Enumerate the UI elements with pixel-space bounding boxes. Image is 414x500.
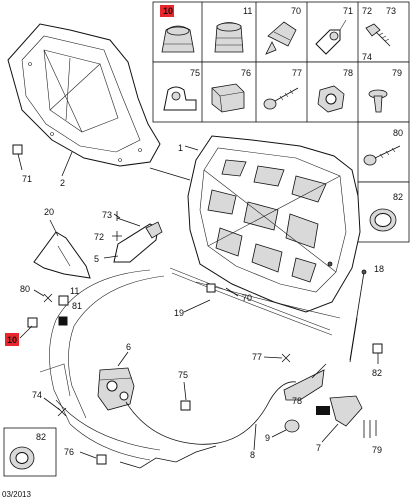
callout-70: 70 [242,293,252,303]
screw-72-marker [112,231,122,241]
screw-80-icon [363,145,401,166]
car-front-body [39,269,165,461]
grid-label-72: 72 [362,6,372,16]
callout-79: 79 [372,445,382,455]
grid-label-74: 74 [362,52,372,62]
clip-82-marker [372,343,383,354]
clip-79-marker [363,420,377,438]
grid-label-82: 82 [393,192,403,202]
grid-cell-81 [357,121,410,183]
grid-label-11: 11 [243,6,252,16]
hood-lock-6 [97,367,135,411]
callout-77: 77 [252,352,262,362]
nut-78-icon [317,85,345,113]
seal-ring-82-icon [369,208,397,232]
grid-label-77: 77 [292,68,302,78]
callout-11: 11 [70,286,79,296]
callout-9: 9 [265,433,270,443]
cable-clip-chain [119,445,217,469]
clip-76-marker [96,454,107,465]
buffer-11-marker [58,295,69,306]
callout-80: 80 [20,284,30,294]
date-code: 03/2013 [2,490,31,499]
grid-label-75: 75 [190,68,200,78]
hinge-5 [113,221,163,263]
callout-6: 6 [126,342,131,352]
grid-row-2 [152,61,410,123]
screw-77-marker [281,353,291,363]
callout-10: 10 [7,335,17,345]
grid-label-70: 70 [291,6,301,16]
release-cable-8 [125,381,297,445]
rubber-buffer-10-icon [161,25,195,53]
clip-78-marker [316,406,330,415]
push-rivet-79-icon [368,89,388,113]
rubber-buffer-11-icon [214,22,244,53]
clip-75-marker [180,400,191,411]
bracket-76-icon [211,83,245,113]
callout-74: 74 [32,390,42,400]
callout-18: 18 [374,264,384,274]
callout-82: 82 [372,368,382,378]
screw-73-marker [113,211,121,221]
hood-insulation-panel [7,23,161,167]
callout-8: 8 [250,450,255,460]
clip-71-icon [315,19,347,55]
highlight-badge-10 [160,5,174,17]
seal-ring-82-inset-icon [9,446,35,470]
callout-2: 2 [60,178,65,188]
grid-label-76: 76 [241,68,251,78]
hood-seal-19 [169,267,331,331]
gas-strut-18 [349,269,367,363]
push-clip-70-icon [265,21,297,55]
callout-20: 20 [44,207,54,217]
callout-78: 78 [292,396,302,406]
callout-7: 7 [316,443,321,453]
callout-72: 72 [94,232,104,242]
wing-guard-20 [33,231,91,279]
clip-70-marker [206,283,216,293]
release-handle-7 [283,363,363,427]
nut-80-marker [43,293,53,303]
buffer-10-marker [27,317,38,328]
highlight-badge-10-callout [5,333,19,346]
callout-82-inset: 82 [36,432,46,442]
callout-75: 75 [178,370,188,380]
callout-81: 81 [72,301,82,311]
callout-76: 76 [64,447,74,457]
parts-grid: 10 11 70 71 72 73 74 [152,1,410,243]
clip-75-icon [163,86,197,111]
grommet-9 [284,419,300,433]
callout-5: 5 [94,254,99,264]
grid-label-73: 73 [386,6,396,16]
callout-1: 1 [178,143,183,153]
callout-71: 71 [22,174,32,184]
grid-label-79: 79 [392,68,402,78]
screw-77-icon [263,87,299,110]
grid-label-78: 78 [343,68,353,78]
grid-label-10: 10 [163,6,173,16]
grid-label-71: 71 [343,6,353,16]
callout-19: 19 [174,308,184,318]
hood-panel [187,135,361,313]
buffer-81-marker [58,316,68,326]
grid-label-80: 80 [393,128,403,138]
screw-72-icon [365,23,391,47]
callout-73: 73 [102,210,112,220]
clip-71-marker [12,144,23,155]
